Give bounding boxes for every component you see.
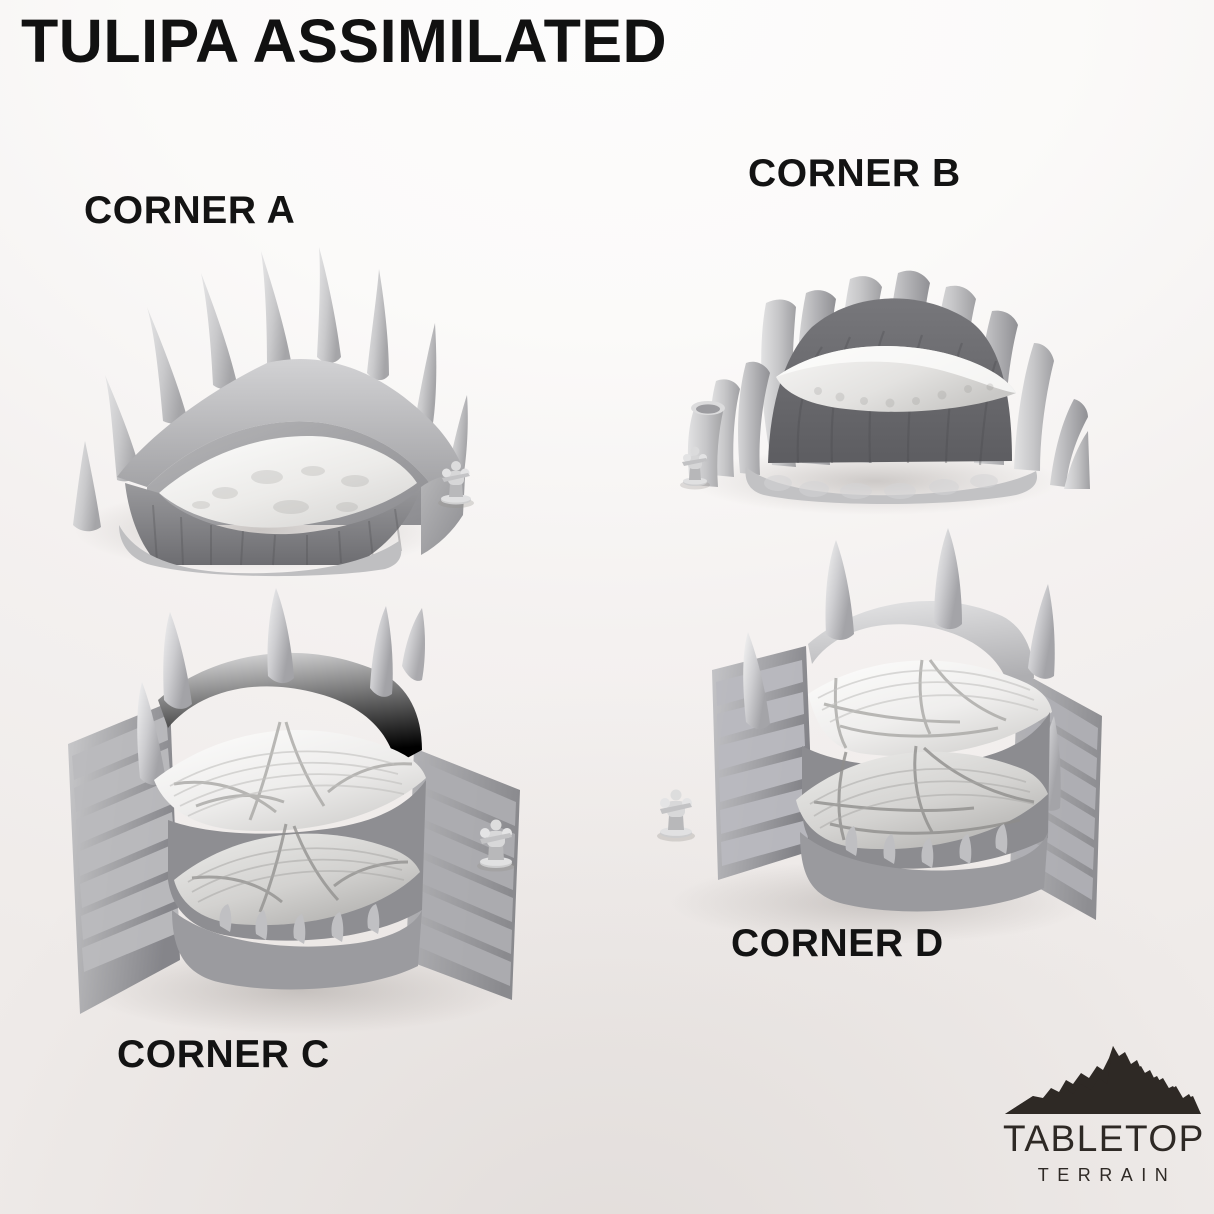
brand-logo: TABLETOP TERRAIN [1003,1040,1203,1184]
logo-wordmark: TABLETOP [1003,1118,1205,1159]
scale-miniature-a [432,447,480,509]
tube-pillar [1064,431,1090,489]
tube-pillar [1050,399,1088,487]
membrane-ripples-upper [169,750,405,817]
horn-nubs [845,824,1008,868]
base-nodules [764,474,998,499]
cavity-front [125,483,421,565]
platform-bead-texture [814,383,994,408]
mountain-icon [1005,1046,1201,1114]
horn-cluster [743,528,1061,811]
horn-nubs [219,904,380,944]
crest-arch [808,601,1034,692]
upper-platform [159,436,417,528]
floor-front [172,910,422,990]
lower-membrane-platform [796,751,1048,850]
membrane-ripples-upper [817,669,1039,723]
platform-texture [192,466,369,514]
lower-membrane-platform [174,833,420,926]
web-veins-lower [191,823,409,913]
logo-subtitle: TERRAIN [1037,1165,1177,1185]
label-corner-a: CORNER A [84,189,296,232]
label-corner-b: CORNER B [748,152,961,195]
scale-miniature-d [650,775,702,843]
crest-arch [158,652,422,764]
scale-miniature-c [470,805,522,873]
horn [73,441,101,532]
tube-pillar [738,361,770,475]
model-corner-d [630,520,1110,944]
horn-cluster [137,588,425,786]
label-corner-c: CORNER C [117,1033,330,1076]
wall-rim [117,358,465,493]
model-corner-c [50,580,550,1034]
membrane-ripples-lower [187,847,405,903]
page-title: TULIPA ASSIMILATED [21,7,668,75]
model-corner-a [55,225,505,577]
floor-front [800,832,1048,912]
rib-segments-left [716,660,808,866]
platform-highlight [776,346,1016,393]
label-corner-d: CORNER D [731,922,944,965]
scale-miniature-b [675,435,715,490]
model-corner-b [650,195,1090,515]
membrane-ripples-lower [809,768,1035,829]
rib-segments-left [72,716,180,972]
